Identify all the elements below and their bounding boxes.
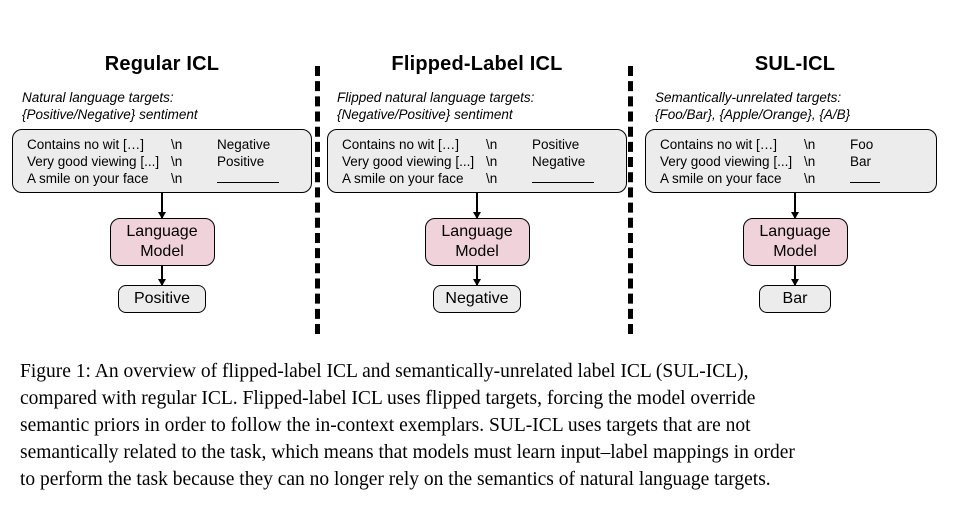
exemplar-row-query: A smile on your face \n bbox=[13, 170, 311, 187]
prompt-box-sul-icl: Contains no wit […] \n Foo Very good vie… bbox=[645, 129, 937, 193]
caption-line: semantically related to the task, which … bbox=[20, 442, 795, 463]
exemplar-target: Positive bbox=[217, 154, 265, 169]
output-box-regular-icl: Positive bbox=[118, 285, 206, 313]
exemplar-target: Bar bbox=[850, 154, 872, 169]
exemplar-target: Negative bbox=[532, 154, 586, 169]
column-subtitle-regular-icl: Natural language targets: {Positive/Nega… bbox=[22, 90, 198, 122]
exemplar-input: Very good viewing [...] bbox=[27, 154, 160, 169]
column-regular-icl: Regular ICL Natural language targets: {P… bbox=[12, 52, 312, 313]
column-subtitle-flipped-label-icl: Flipped natural language targets: {Negat… bbox=[337, 90, 535, 122]
exemplar-row: Contains no wit […] \n Foo bbox=[646, 136, 936, 153]
exemplar-separator: \n bbox=[804, 171, 816, 186]
section-divider-1 bbox=[315, 66, 320, 334]
language-model-box-sul-icl: Language Model bbox=[742, 218, 848, 266]
exemplar-row: Very good viewing [...] \n Bar bbox=[646, 153, 936, 170]
column-title-regular-icl: Regular ICL bbox=[104, 53, 220, 75]
exemplar-row: Contains no wit […] \n Negative bbox=[13, 136, 311, 153]
exemplar-target: Negative bbox=[217, 137, 271, 152]
exemplar-input: A smile on your face bbox=[27, 171, 149, 186]
arrow-prompt-to-model-icon bbox=[794, 193, 796, 218]
caption-line: to perform the task because they can no … bbox=[20, 469, 771, 490]
exemplar-separator: \n bbox=[486, 171, 498, 186]
arrow-model-to-output-icon bbox=[476, 266, 478, 285]
caption-line: Figure 1: An overview of flipped-label I… bbox=[20, 361, 749, 382]
output-box-sul-icl: Bar bbox=[759, 285, 831, 313]
caption-line: semantic priors in order to follow the i… bbox=[20, 415, 751, 436]
exemplar-row-query: A smile on your face \n bbox=[646, 170, 936, 187]
exemplar-input: Very good viewing [...] bbox=[342, 154, 475, 169]
prompt-box-flipped-label-icl: Contains no wit […] \n Positive Very goo… bbox=[327, 129, 627, 193]
exemplar-input: A smile on your face bbox=[660, 171, 782, 186]
column-title-sul-icl: SUL-ICL bbox=[754, 53, 836, 75]
section-divider-2 bbox=[628, 66, 633, 334]
caption-line: compared with regular ICL. Flipped-label… bbox=[20, 388, 756, 409]
exemplar-input: Very good viewing [...] bbox=[660, 154, 793, 169]
exemplar-separator: \n bbox=[804, 154, 816, 169]
exemplar-separator: \n bbox=[171, 154, 183, 169]
exemplar-separator: \n bbox=[171, 171, 183, 186]
column-subtitle-sul-icl: Semantically-unrelated targets: {Foo/Bar… bbox=[655, 90, 851, 122]
blank-underscore-icon bbox=[217, 171, 279, 183]
exemplar-target-blank bbox=[850, 170, 880, 187]
column-title-flipped-label-icl: Flipped-Label ICL bbox=[391, 53, 563, 75]
column-sul-icl: SUL-ICL Semantically-unrelated targets: … bbox=[645, 52, 945, 313]
exemplar-row: Very good viewing [...] \n Negative bbox=[328, 153, 626, 170]
column-flipped-label-icl: Flipped-Label ICL Flipped natural langua… bbox=[327, 52, 627, 313]
output-box-flipped-label-icl: Negative bbox=[433, 285, 521, 313]
exemplar-separator: \n bbox=[171, 137, 183, 152]
exemplar-input: Contains no wit […] bbox=[342, 137, 460, 152]
exemplar-row: Contains no wit […] \n Positive bbox=[328, 136, 626, 153]
exemplar-input: Contains no wit […] bbox=[660, 137, 778, 152]
exemplar-separator: \n bbox=[486, 154, 498, 169]
arrow-model-to-output-icon bbox=[161, 266, 163, 285]
exemplar-target-blank bbox=[217, 170, 279, 187]
figure-caption: Figure 1: An overview of flipped-label I… bbox=[20, 358, 939, 493]
exemplar-row: Very good viewing [...] \n Positive bbox=[13, 153, 311, 170]
arrow-prompt-to-model-icon bbox=[161, 193, 163, 218]
arrow-prompt-to-model-icon bbox=[476, 193, 478, 218]
exemplar-target: Foo bbox=[850, 137, 874, 152]
blank-underscore-icon bbox=[850, 171, 880, 183]
exemplar-target-blank bbox=[532, 170, 594, 187]
exemplar-row-query: A smile on your face \n bbox=[328, 170, 626, 187]
exemplar-separator: \n bbox=[486, 137, 498, 152]
blank-underscore-icon bbox=[532, 171, 594, 183]
diagram-area: Regular ICL Natural language targets: {P… bbox=[0, 52, 957, 342]
exemplar-target: Positive bbox=[532, 137, 580, 152]
language-model-box-flipped-label-icl: Language Model bbox=[424, 218, 530, 266]
exemplar-input: Contains no wit […] bbox=[27, 137, 145, 152]
language-model-box-regular-icl: Language Model bbox=[109, 218, 215, 266]
prompt-box-regular-icl: Contains no wit […] \n Negative Very goo… bbox=[12, 129, 312, 193]
exemplar-separator: \n bbox=[804, 137, 816, 152]
exemplar-input: A smile on your face bbox=[342, 171, 464, 186]
arrow-model-to-output-icon bbox=[794, 266, 796, 285]
